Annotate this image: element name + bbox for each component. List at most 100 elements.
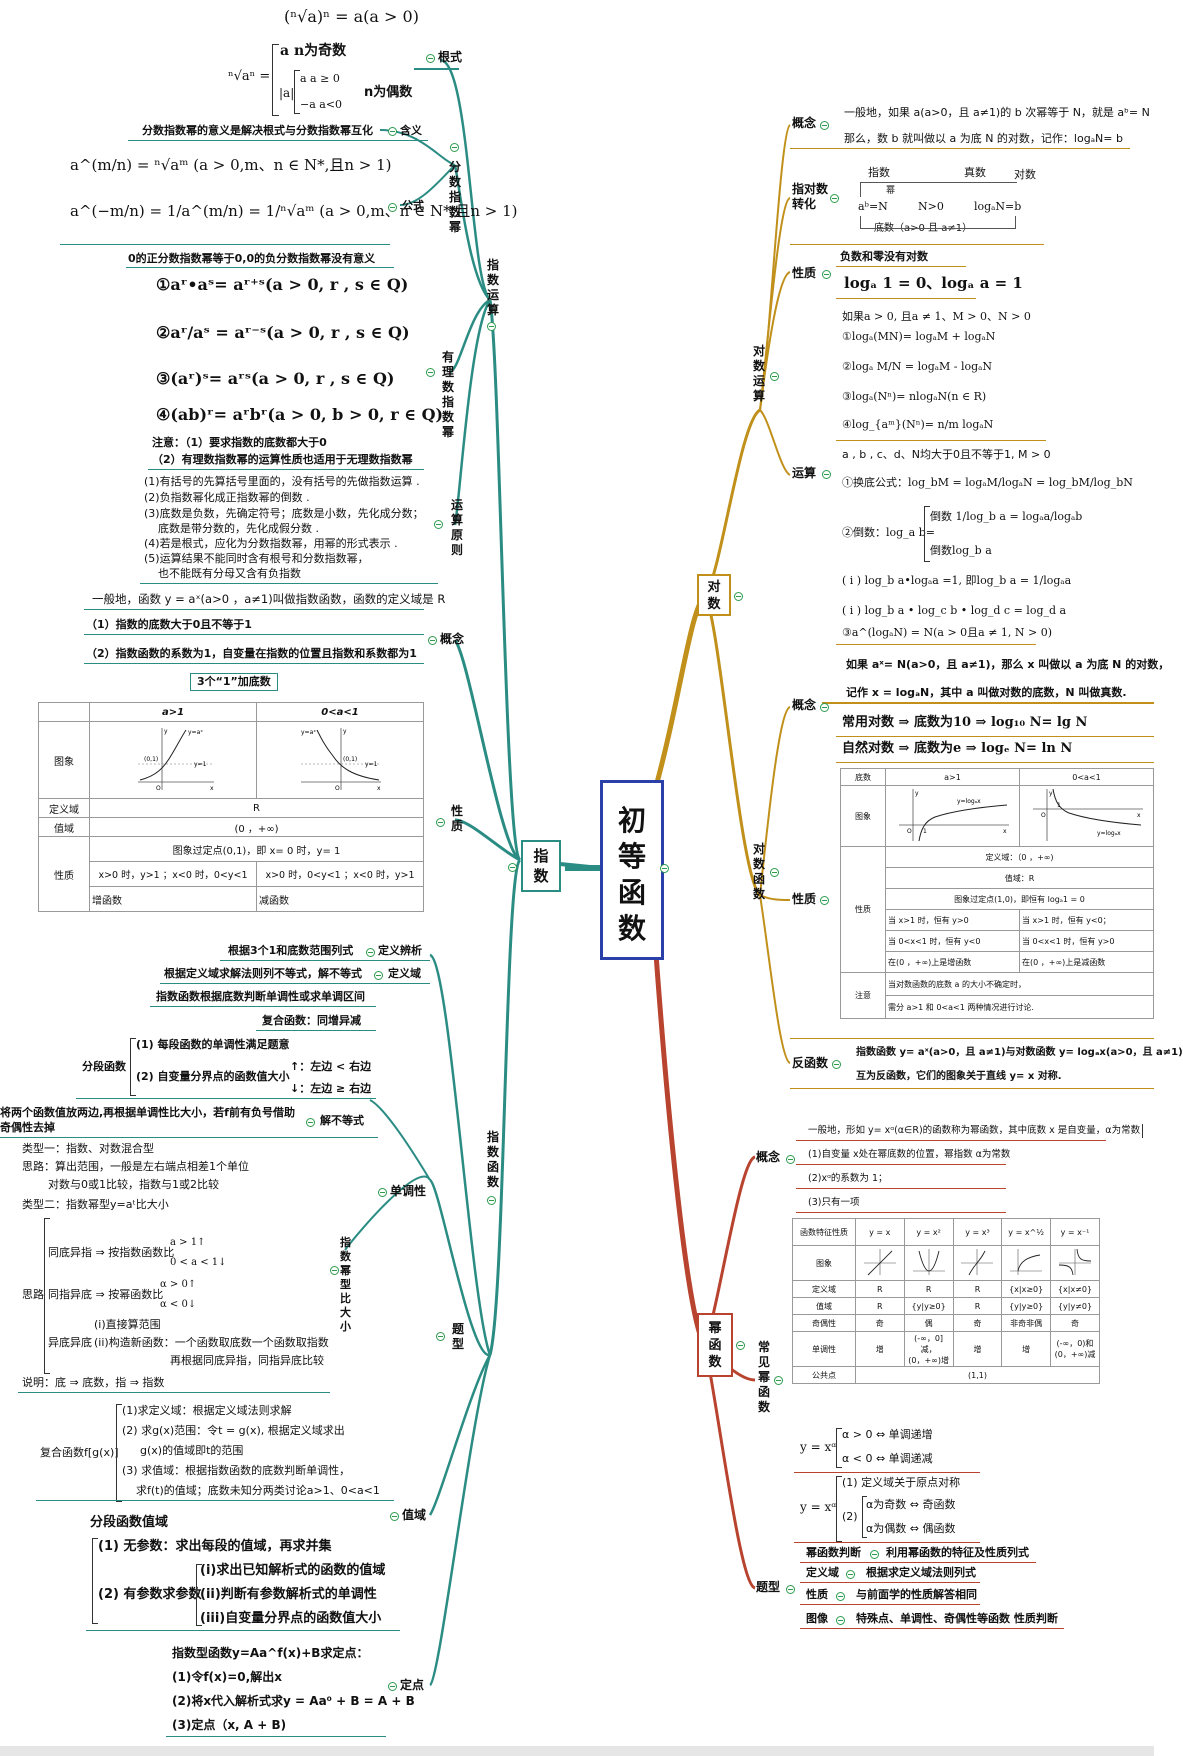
- dsh-xingzhi-ul: [790, 1038, 1154, 1039]
- zs-xz1: 图象过定点(0,1)，即 x= 0 时，y= 1: [89, 836, 424, 862]
- mi-r4-4: 增: [1001, 1331, 1051, 1367]
- mi-u-brace: [836, 1428, 842, 1468]
- dot-fenshu[interactable]: [450, 143, 459, 152]
- dsh-fan-f1: 指数函数 y= aˣ(a>0，且 a≠1)与对数函数 y= logₐx(a>0，…: [856, 1047, 1183, 1058]
- dsh-graph-a-gt-1: y=logₐx y 1 O x: [898, 789, 1009, 842]
- zy-fd2c: (iii)自变量分界点的函数值大小: [200, 1611, 382, 1626]
- branch-zhishu[interactable]: 指数: [521, 840, 561, 892]
- fenshu-g1: a^(m/n) = ⁿ√aᵐ (a > 0,m、n ∈ N*,且n > 1): [70, 156, 392, 174]
- dsh-c4: 自然对数 ⇒ 底数为e ⇒ logₑ N= ln N: [842, 741, 1073, 756]
- root-collapse-dot[interactable]: [660, 864, 669, 873]
- branch-mihanshu[interactable]: 幂函数: [697, 1313, 733, 1377]
- branch-duishu[interactable]: 对数: [697, 574, 731, 616]
- zs-gainian-c2: （1）指数的底数大于0且不等于1: [86, 618, 252, 631]
- dot-dsh-xingzhi[interactable]: [820, 896, 829, 905]
- zy-fh3: (3) 求值域：根据指数函数的底数判断单调性，: [122, 1464, 351, 1477]
- root-node[interactable]: 初等函数: [600, 780, 664, 960]
- zs-row-dy: 定义域: [38, 798, 90, 818]
- dd-fd: 分段函数: [82, 1060, 126, 1073]
- dot-dandiao[interactable]: [378, 1188, 387, 1197]
- zs-gb-01: (0,1): [343, 756, 357, 763]
- dsh-h0: 底数: [840, 768, 886, 786]
- dot-ds-hanshu[interactable]: [770, 868, 779, 877]
- ds-ys-y4: ④log_{aᵐ}(Nⁿ)= n/m logₐN: [842, 418, 994, 431]
- dot-mi-t2[interactable]: [846, 1570, 855, 1579]
- dd-tdyz-b: 0 < a < 1↓: [170, 1257, 227, 1268]
- mi-r2-3: R: [952, 1297, 1003, 1315]
- dot-yuanze[interactable]: [434, 520, 443, 529]
- dd-fd2: (2) 自变量分界点的函数值大小: [136, 1070, 290, 1083]
- zy-label: 值域: [402, 1508, 427, 1522]
- dot-dingdian[interactable]: [388, 1682, 397, 1691]
- dd-shuoming: 说明：底 ⇒ 底数，指 ⇒ 指数: [22, 1376, 165, 1389]
- mi-r3-1: 奇: [854, 1314, 905, 1332]
- dot-ds-gainian[interactable]: [820, 121, 829, 130]
- zs-ga-o: O: [156, 785, 161, 792]
- dsh-fan-ul: [790, 1088, 1154, 1089]
- zs-gainian-ul1: [84, 609, 424, 610]
- dot-dingyiyu[interactable]: [374, 971, 383, 980]
- dot-zhishu-yunsuan[interactable]: [487, 322, 496, 331]
- dot-genshi[interactable]: [426, 54, 435, 63]
- dot-bdx[interactable]: [306, 1118, 315, 1127]
- dsh-c1: 如果 aˣ= N(a>0，且 a≠1)，那么 x 叫做以 a 为底 N 的对数，: [846, 658, 1170, 671]
- dd-fd-ul: [76, 1098, 376, 1099]
- dot-gongshi[interactable]: [388, 203, 397, 212]
- zs-gainian-c3: （2）指数函数的系数为1，自变量在指数的位置且指数和系数都为1: [86, 647, 417, 660]
- dingdian-ul: [166, 1736, 386, 1737]
- dot-mi-t4[interactable]: [836, 1616, 845, 1625]
- zhishu-collapse-dot[interactable]: [508, 863, 517, 872]
- genshi-odd: a n为奇数: [280, 43, 347, 59]
- ds-ys-y7a: ②倒数：log_a b=: [842, 526, 935, 539]
- dot-zs-tixing-a[interactable]: [487, 1196, 496, 1205]
- genshi-abs: |a|: [279, 86, 295, 100]
- dsh-gb-o: O: [1041, 812, 1046, 819]
- dot-dsh-gainian[interactable]: [820, 703, 829, 712]
- mi-v2-brace: [862, 1496, 867, 1538]
- bottom-scroll-bar[interactable]: [0, 1746, 1154, 1756]
- zs-xz2b: x>0 时，0<y<1 ；x<0 时，y>1: [256, 861, 424, 887]
- label-gongshi: 公式: [402, 199, 424, 212]
- mi-c1-ul: [796, 1140, 1106, 1141]
- ds-ys-y8: ( i ) log_b a•logₐa =1, 即log_b a = 1/log…: [842, 574, 1072, 587]
- dot-zhiyu[interactable]: [390, 1512, 399, 1521]
- yuanze-p3: (3)底数是负数，先确定符号；底数是小数，先化成分数；: [144, 507, 424, 520]
- mi-collapse-dot[interactable]: [736, 1341, 745, 1350]
- dot-ds-zhuanhua[interactable]: [830, 194, 839, 203]
- ds-ys-y7c: 倒数log_b a: [930, 544, 992, 557]
- zs-gainian-ul3: [84, 663, 424, 664]
- mi-t3: 与前面学的性质解答相同: [856, 1588, 977, 1601]
- dsh-h2: 0<a<1: [1019, 768, 1154, 786]
- dot-youli[interactable]: [426, 368, 435, 377]
- dot-mi-gainian[interactable]: [786, 1155, 795, 1164]
- ds-xz1: 负数和零没有对数: [840, 250, 928, 263]
- mi-r2-0: 值域: [792, 1297, 856, 1315]
- dot-dsh-fan[interactable]: [832, 1060, 841, 1069]
- ds-zh-e2: N>0: [918, 200, 944, 213]
- ds-ys-y3: ③logₐ(Nⁿ)= nlogₐN(n ∈ R): [842, 390, 987, 403]
- dd-ydyz3: 再根据同底异指，同指异底比较: [170, 1354, 324, 1367]
- dsh-r1: 定义域：（0 ，+∞): [885, 846, 1154, 868]
- dot-bj[interactable]: [330, 1266, 339, 1275]
- duishu-collapse-dot[interactable]: [734, 592, 743, 601]
- ds-zhuanhua-ul: [790, 244, 1044, 245]
- dot-hanyi[interactable]: [388, 127, 397, 136]
- zy-fd: 分段函数值域: [90, 1515, 169, 1530]
- dot-ds-xingzhi[interactable]: [822, 270, 831, 279]
- dot-ds-yunsuan2[interactable]: [822, 470, 831, 479]
- yuanze-underline: [140, 583, 438, 584]
- dot-bianxi[interactable]: [366, 948, 375, 957]
- dot-zs-tixing-b[interactable]: [436, 1332, 445, 1341]
- mi-t1: 利用幂函数的特征及性质列式: [886, 1546, 1029, 1559]
- dd-d0: 指数型函数y=Aa^f(x)+B求定点：: [172, 1646, 369, 1660]
- dot-zs-gainian[interactable]: [428, 636, 437, 645]
- dot-mi-t1[interactable]: [870, 1550, 879, 1559]
- dot-mi-tixing[interactable]: [786, 1585, 795, 1594]
- youli-r3: ③(aʳ)ˢ= aʳˢ(a > 0, r , s ∈ Q): [156, 369, 395, 388]
- dot-mi-t3[interactable]: [836, 1592, 845, 1601]
- dot-zs-xingzhi[interactable]: [436, 818, 445, 827]
- ds-ys-y10: ③a^(logₐN) = N(a > 0且a ≠ 1, N > 0): [842, 626, 1053, 639]
- mi-t3-ul: [800, 1604, 980, 1605]
- dot-ds-yunsuan[interactable]: [770, 372, 779, 381]
- dot-mi-changjian[interactable]: [774, 1376, 783, 1385]
